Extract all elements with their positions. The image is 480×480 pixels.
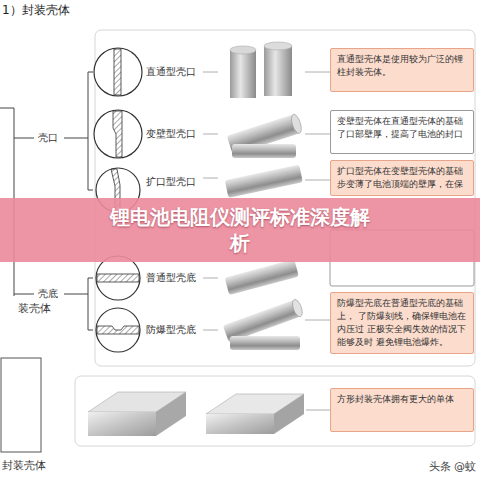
description-box: 方形封装壳体拥有更大的单体 xyxy=(330,388,474,432)
description-text: 扩口型壳体在变壁型壳体的基础 步变薄了电池顶端的壁厚，在保 xyxy=(337,165,467,191)
description-text: 防爆型壳底在普通型壳底的基础上， 了防爆刻线，确保锂电池在内压过 正极安全阀失效… xyxy=(337,297,467,349)
type-label: 变壁型壳口 xyxy=(146,128,196,140)
description-box: 扩口型壳体在变壁型壳体的基础 步变薄了电池顶端的壁厚，在保 xyxy=(330,160,474,196)
description-text: 方形封装壳体拥有更大的单体 xyxy=(337,393,467,406)
description-box: 直通型壳体是使用较为广泛的锂 柱封装壳体。 xyxy=(330,48,474,92)
group-label: 壳口 xyxy=(38,132,58,144)
headline-text: 锂电池电阻仪测评标准深度解析 xyxy=(105,204,375,256)
headline-band: 锂电池电阻仪测评标准深度解析 xyxy=(0,198,480,262)
watermark: 头条 @蚊 xyxy=(429,460,477,474)
type-label: 防爆型壳底 xyxy=(146,324,196,336)
description-box: 变壁型壳体在直通型壳体的基础 了口部壁厚，提高了电池的封口 xyxy=(330,110,474,154)
group-label: 壳底 xyxy=(38,288,58,300)
description-text: 变壁型壳体在直通型壳体的基础 了口部壁厚，提高了电池的封口 xyxy=(337,115,467,141)
type-label: 直通型壳口 xyxy=(146,66,196,78)
group-label: 封装壳体 xyxy=(2,459,46,473)
description-box: 防爆型壳底在普通型壳底的基础上， 了防爆刻线，确保锂电池在内压过 正极安全阀失效… xyxy=(330,292,474,354)
type-label: 普通型壳底 xyxy=(146,272,196,284)
diagram-title: 1）封装壳体 xyxy=(2,3,70,17)
description-text: 直通型壳体是使用较为广泛的锂 柱封装壳体。 xyxy=(337,53,467,79)
group-label: 装壳体 xyxy=(18,302,51,316)
type-label: 扩口型壳口 xyxy=(146,176,196,188)
